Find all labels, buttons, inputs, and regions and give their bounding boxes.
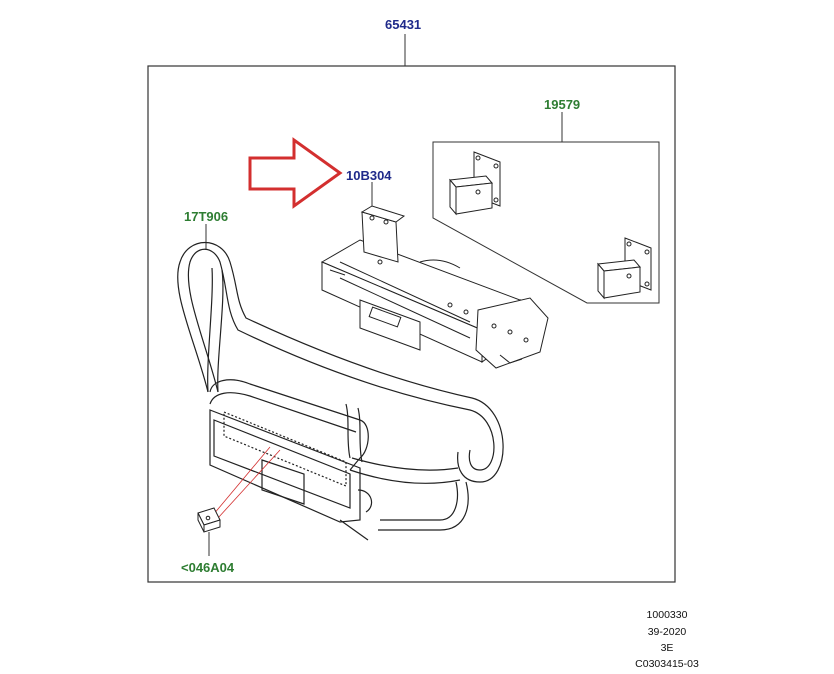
assembly-frame bbox=[147, 65, 676, 583]
clip-part bbox=[197, 507, 221, 533]
highlight-arrow bbox=[248, 137, 343, 209]
guard-bar-part bbox=[177, 241, 504, 541]
clip-leader-red-2 bbox=[217, 449, 281, 519]
bracket-part-2 bbox=[597, 237, 652, 300]
winch-frame-callout: 10B304 bbox=[346, 168, 392, 183]
bracket-part-1 bbox=[449, 151, 501, 216]
clip-callout: <046A04 bbox=[181, 560, 235, 575]
bracket-kit-outline bbox=[432, 141, 660, 304]
bracket-kit-callout: 19579 bbox=[544, 97, 581, 112]
reference-line-2: 39-2020 bbox=[647, 626, 687, 638]
reference-line-3: 3E bbox=[660, 642, 674, 654]
reference-line-1: 1000330 bbox=[646, 609, 688, 621]
reference-line-4: C0303415-03 bbox=[635, 658, 699, 670]
winch-frame-part bbox=[320, 205, 549, 369]
guard-bar-callout: 17T906 bbox=[184, 209, 229, 224]
assembly-callout: 65431 bbox=[385, 17, 422, 32]
clip-leader-red-1 bbox=[212, 446, 271, 516]
